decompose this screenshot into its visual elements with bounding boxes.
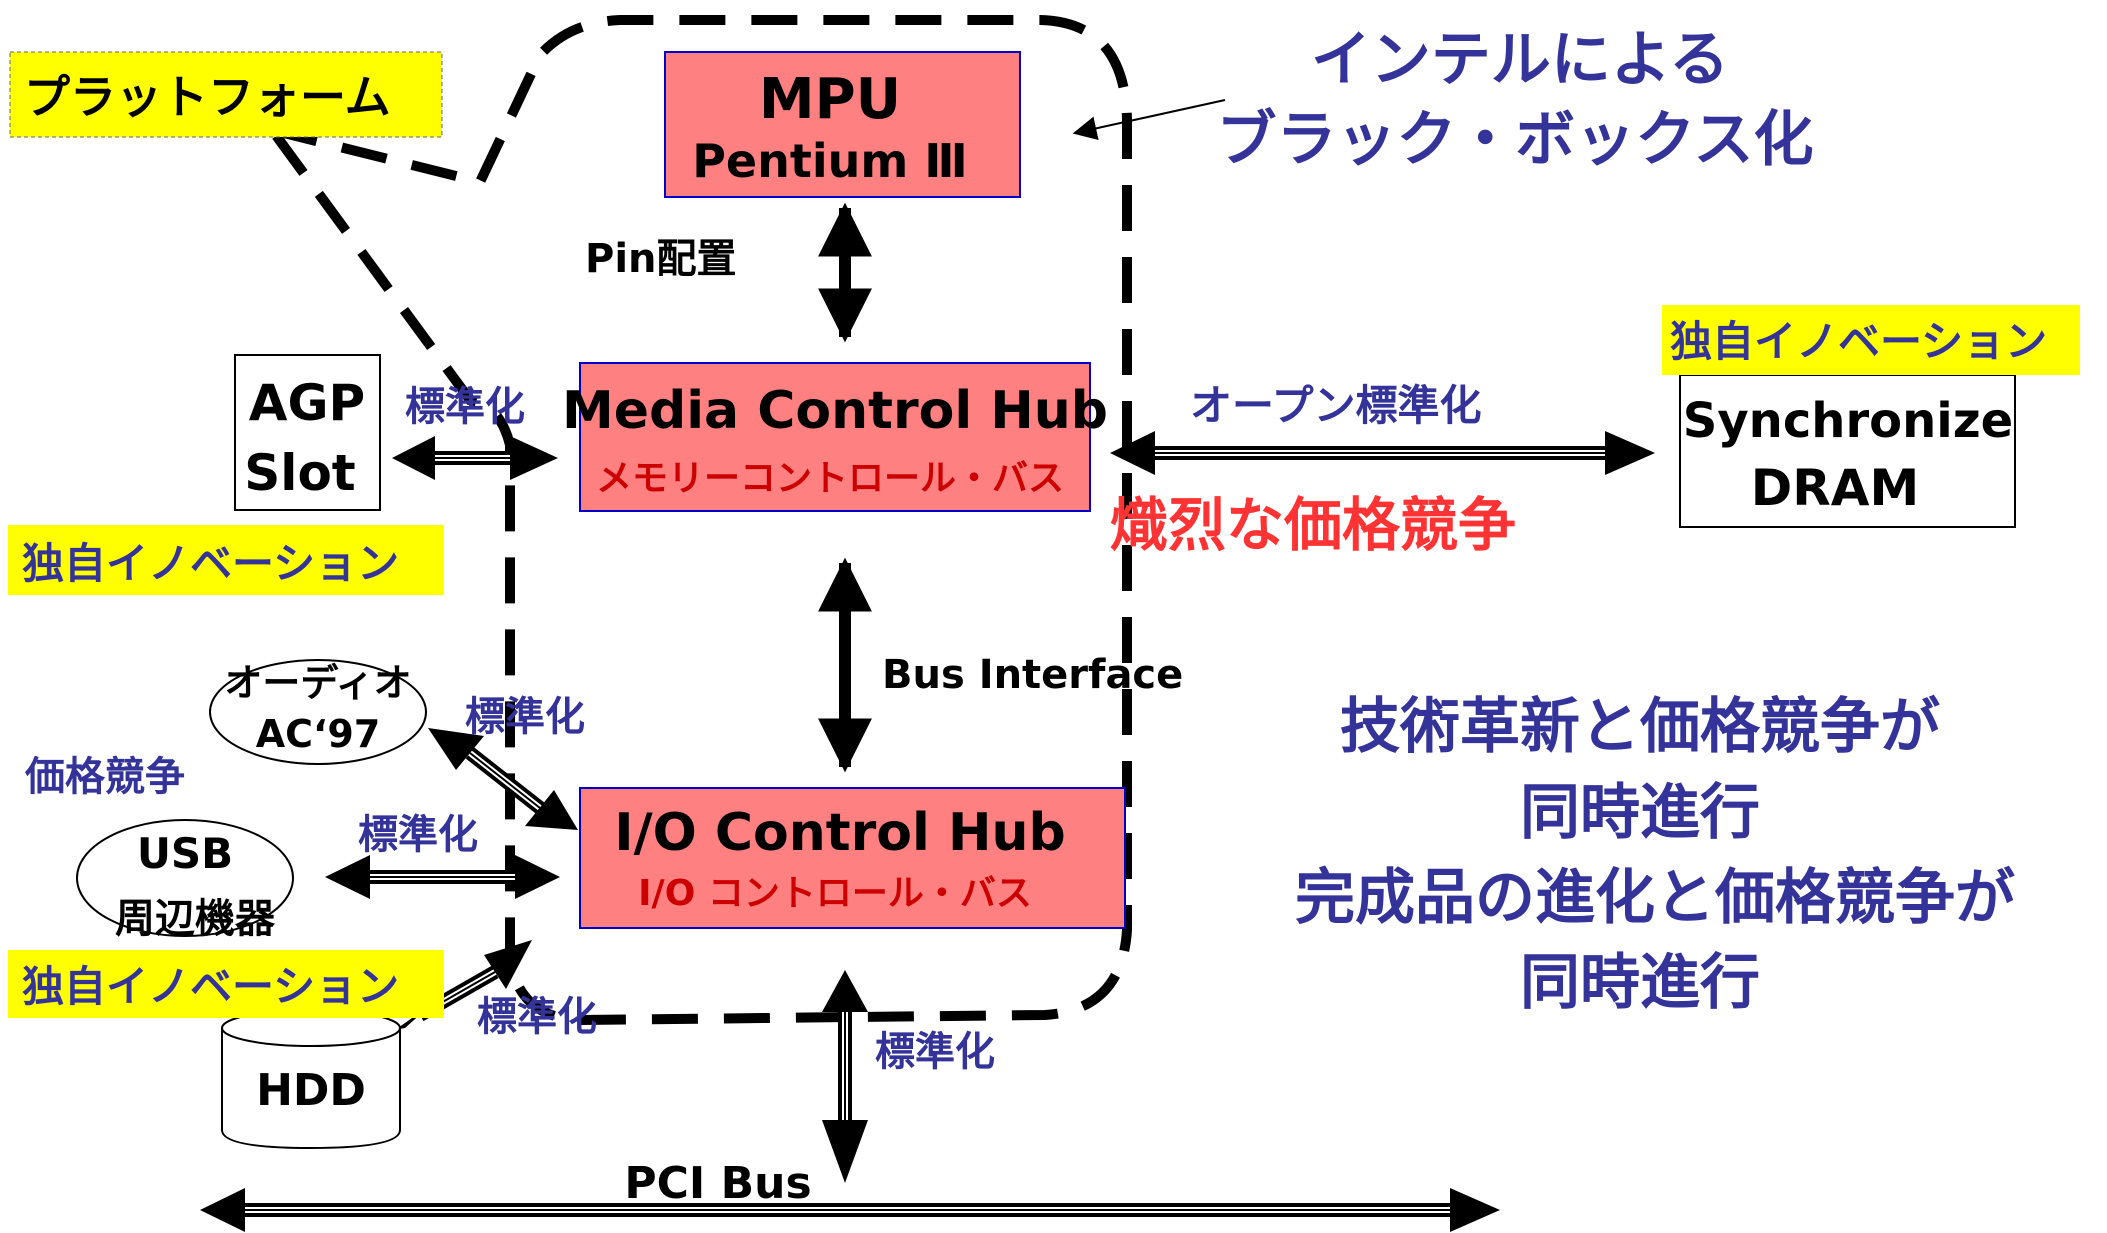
platform-label-bg	[9, 51, 443, 138]
blackbox-title-line1: インテルによる	[1311, 25, 1729, 95]
io-control-hub-box	[579, 787, 1126, 929]
mpu-subtitle: Pentium Ⅲ	[692, 134, 968, 188]
media-control-hub-title: Media Control Hub	[562, 381, 1108, 441]
blackbox-title-line2: ブラック・ボックス化	[1217, 105, 1814, 175]
audio-line1: オーディオ	[224, 661, 411, 705]
usb-line1: USB	[137, 829, 233, 878]
standardization-label-hdd: 標準化	[477, 994, 597, 1040]
summary-line4: 同時進行	[1520, 948, 1760, 1018]
price-war-label: 価格競争	[24, 754, 185, 800]
mpu-title: MPU	[759, 67, 901, 132]
open-standardization-label: オープン標準化	[1190, 381, 1481, 430]
media-control-hub-box	[579, 362, 1091, 512]
media-control-hub-subtitle: メモリーコントロール・バス	[596, 458, 1064, 499]
innovation-label-io-bg	[8, 950, 444, 1018]
agp-connector	[392, 436, 558, 480]
hdd-cylinder	[221, 1009, 401, 1150]
fierce-price-war-label: 熾烈な価格競争	[1110, 491, 1516, 559]
blackbox-boundary	[259, 15, 1132, 1026]
standardization-label-pci: 標準化	[875, 1029, 995, 1075]
pci-vertical-connector	[822, 970, 868, 1183]
innovation-label-agp: 独自イノベーション	[22, 539, 399, 588]
io-control-hub-title: I/O Control Hub	[614, 803, 1065, 863]
agp-line2: Slot	[244, 444, 355, 502]
innovation-label-sdram-bg	[1662, 305, 2080, 375]
agp-slot-box	[234, 354, 381, 511]
standardization-label-usb: 標準化	[358, 812, 478, 858]
pci-bus-line	[200, 1188, 1500, 1232]
audio-line2: AC‘97	[256, 712, 381, 756]
pin-label: Pin配置	[585, 236, 737, 282]
usb-connector	[325, 855, 560, 899]
pci-bus-label: PCI Bus	[624, 1158, 811, 1209]
sdram-line1: Synchronize	[1683, 393, 2013, 449]
innovation-label-sdram: 独自イノベーション	[1670, 317, 2047, 366]
standardization-label-agp: 標準化	[405, 384, 525, 430]
sdram-line2: DRAM	[1751, 459, 1919, 517]
sdram-connector	[1110, 431, 1655, 475]
mpu-box	[664, 51, 1021, 198]
innovation-label-agp-bg	[8, 525, 444, 595]
summary-line3: 完成品の進化と価格競争が	[1295, 863, 2015, 933]
usb-ellipse	[76, 819, 294, 937]
agp-line1: AGP	[249, 374, 365, 432]
summary-line2: 同時進行	[1520, 778, 1760, 848]
audio-connector	[428, 728, 578, 830]
blackbox-callout-arrow	[1072, 99, 1226, 141]
bus-interface-label: Bus Interface	[882, 652, 1183, 698]
platform-label: プラットフォーム	[24, 70, 391, 124]
summary-line1: 技術革新と価格競争が	[1340, 692, 1940, 762]
sdram-box	[1679, 374, 2016, 528]
innovation-label-io: 独自イノベーション	[22, 962, 399, 1011]
standardization-label-audio: 標準化	[465, 694, 585, 740]
usb-line2: 周辺機器	[115, 896, 276, 942]
hdd-label: HDD	[256, 1065, 366, 1116]
io-control-hub-subtitle: I/O コントロール・バス	[638, 873, 1032, 914]
audio-ellipse	[209, 659, 427, 765]
